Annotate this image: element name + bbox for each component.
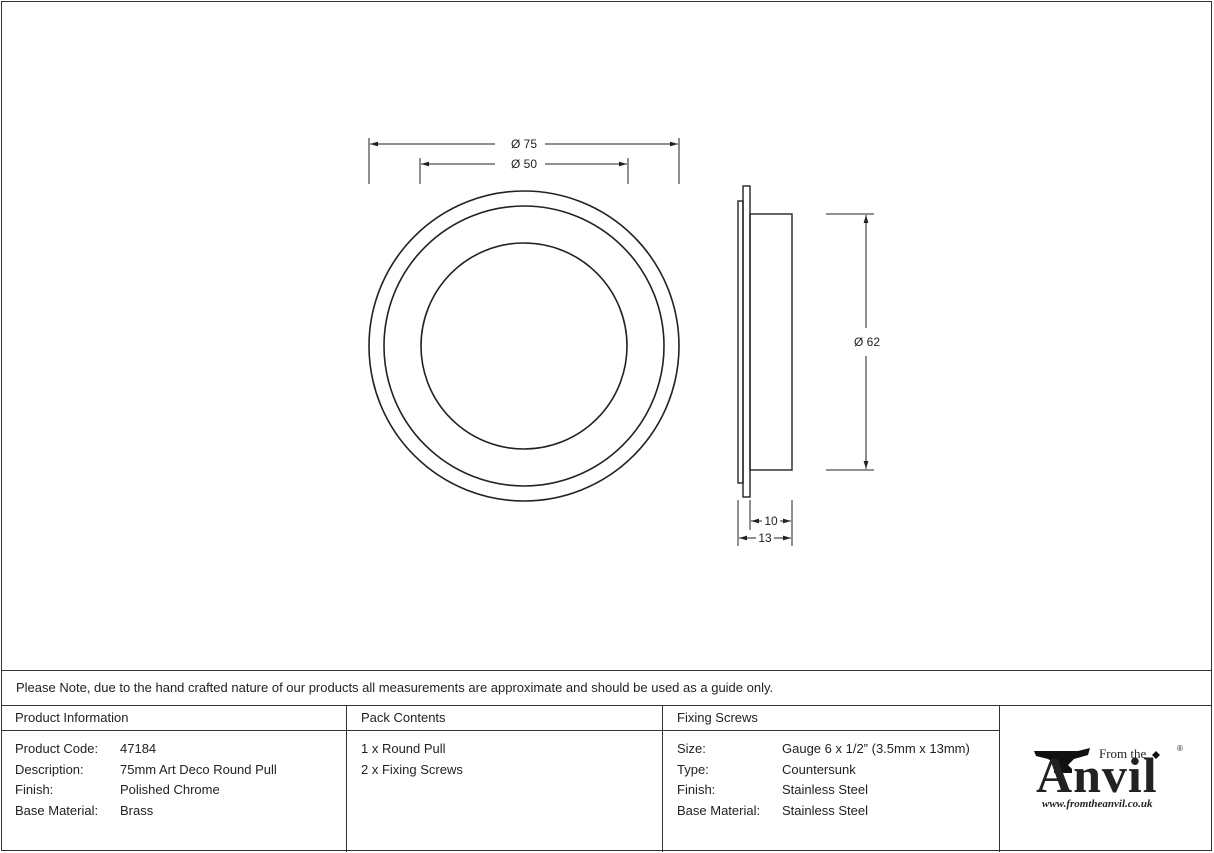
product-info-row: Product Code:47184 [15, 741, 157, 756]
logo-registered-mark: ® [1177, 744, 1183, 753]
pack-contents-header: Pack Contents [347, 706, 662, 731]
fixing-screws-row: Size:Gauge 6 x 1/2” (3.5mm x 13mm) [677, 741, 970, 756]
diamond-icon [1152, 751, 1160, 759]
mid-rim-circle [383, 205, 665, 487]
fixing-screws-row: Type:Countersunk [677, 761, 856, 777]
product-info-row: Base Material:Brass [15, 802, 154, 818]
product-info-header: Product Information [1, 706, 346, 731]
fixing-screws-row: Base Material:Stainless Steel [677, 802, 868, 818]
from-the-anvil-logo: From the ® Anvil www.fromtheanvil.co.uk [1000, 706, 1212, 852]
logo-url: www.fromtheanvil.co.uk [1042, 798, 1153, 810]
fixing-screws-row: Finish:Stainless Steel [677, 782, 868, 797]
dimension-outer-label: Ø 75 [511, 137, 537, 151]
pack-contents-item: 1 x Round Pull [361, 741, 446, 756]
product-info-panel: Product Information Product Code:47184 D… [1, 706, 347, 852]
dimension-depth-total-label: 13 [758, 531, 772, 545]
dimension-side [826, 213, 874, 471]
inner-cup-circle [420, 242, 628, 450]
logo-from-the: From the [1099, 746, 1147, 761]
dimension-depth [737, 500, 793, 546]
outer-rim-circle [368, 190, 680, 502]
anvil-icon [1034, 748, 1090, 773]
technical-drawing: Ø 75 Ø 50 Ø 62 10 13 [368, 137, 880, 546]
pack-contents-panel: Pack Contents 1 x Round Pull 2 x Fixing … [347, 706, 663, 852]
pack-contents-item: 2 x Fixing Screws [361, 761, 463, 777]
side-view [737, 185, 793, 498]
dimension-inner [419, 158, 629, 184]
fixing-screws-header: Fixing Screws [663, 706, 999, 731]
measurement-note: Please Note, due to the hand crafted nat… [1, 670, 1212, 706]
product-info-row: Finish:Polished Chrome [15, 782, 220, 797]
front-view [368, 190, 680, 502]
logo-brand: Anvil [1036, 747, 1158, 803]
dimension-outer [368, 138, 680, 184]
dimension-side-label: Ø 62 [854, 335, 880, 349]
fixing-screws-panel: Fixing Screws Size:Gauge 6 x 1/2” (3.5mm… [663, 706, 1000, 852]
dimension-inner-label: Ø 50 [511, 157, 537, 171]
product-info-row: Description:75mm Art Deco Round Pull [15, 761, 277, 777]
dimension-depth-body-label: 10 [764, 514, 778, 528]
